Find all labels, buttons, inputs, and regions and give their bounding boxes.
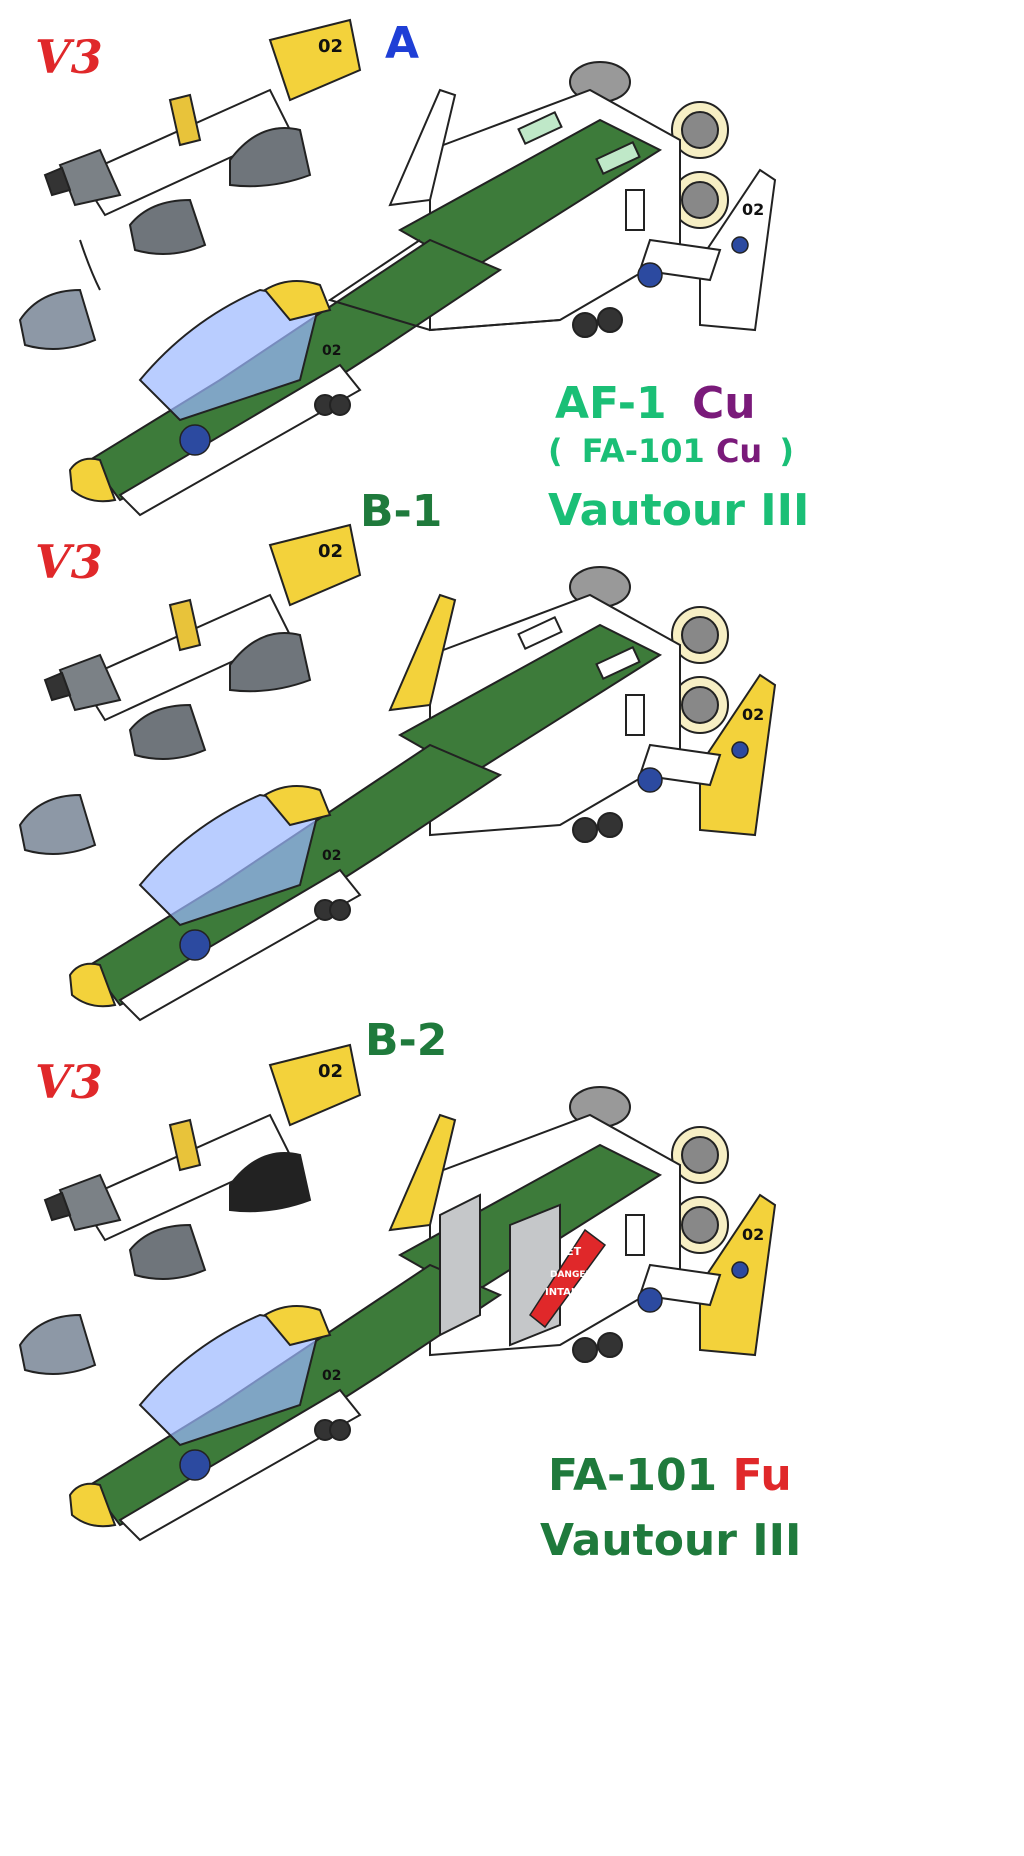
weapon-pod	[18, 1043, 362, 1375]
aircraft-illustration: 02 02	[18, 18, 777, 517]
tail-badge: 02	[742, 1225, 764, 1244]
landing-gear	[314, 307, 623, 416]
panel-label: B-1	[360, 486, 443, 537]
nose-badge: 02	[322, 848, 341, 864]
intake-label-mid: DANGER	[550, 1270, 593, 1280]
designation-suffix: Fu	[732, 1450, 792, 1501]
insignia	[179, 236, 749, 456]
v3-logo: V3	[35, 535, 103, 589]
tail-badge: 02	[742, 705, 764, 724]
panel-label: B-2	[365, 1015, 448, 1066]
landing-gear	[314, 812, 623, 921]
fuselage	[68, 593, 681, 1022]
nose-badge: 02	[322, 343, 341, 359]
pod-badge: 02	[318, 1061, 343, 1082]
paren-open: (	[548, 432, 563, 470]
nose-badge: 02	[322, 1368, 341, 1384]
engines	[569, 1086, 729, 1254]
intake-label-bot: INTAKE	[545, 1287, 586, 1298]
designation-main: AF-1	[555, 378, 667, 429]
panel-a: A V3 02	[0, 0, 1024, 600]
title-line-2: ( FA-101 Cu )	[548, 432, 794, 470]
aircraft-illustration: 02 02 02	[18, 523, 777, 1022]
alt-designation-main: FA-101	[581, 432, 705, 470]
title-b2-line-1: FA-101 Fu	[548, 1450, 792, 1501]
pod-badge: 02	[318, 36, 343, 57]
danger-intake-sign: JET DANGER INTAKE	[529, 1228, 607, 1329]
vertical-fin	[388, 593, 457, 712]
vertical-fin	[388, 88, 457, 207]
alt-designation-suffix: Cu	[715, 432, 763, 470]
v3-logo: V3	[35, 30, 103, 84]
weapon-pod	[18, 18, 362, 350]
designation-main: FA-101	[548, 1450, 718, 1501]
title-line-3: Vautour III	[548, 485, 810, 536]
title-b2-line-2: Vautour III	[540, 1515, 802, 1566]
intake-label-top: JET	[561, 1245, 582, 1258]
panel-label: A	[385, 18, 420, 69]
engines	[569, 566, 729, 734]
tail-badge: 02	[742, 200, 764, 219]
paren-close: )	[779, 432, 794, 470]
panel-b2: B-2 V3 02	[0, 1015, 1024, 1615]
insignia	[179, 741, 749, 961]
designation-suffix: Cu	[691, 378, 756, 429]
insignia	[179, 1261, 749, 1481]
vertical-fin	[388, 1113, 457, 1232]
v3-logo: V3	[35, 1055, 103, 1109]
pod-badge: 02	[318, 541, 343, 562]
aircraft-illustration: 02 JET DANGER INTAKE 02	[18, 1043, 777, 1542]
title-line-1: AF-1 Cu	[555, 378, 756, 429]
panel-b1: B-1 V3 02	[0, 486, 1024, 1100]
weapon-pod	[18, 523, 362, 855]
landing-gear	[314, 1332, 623, 1441]
